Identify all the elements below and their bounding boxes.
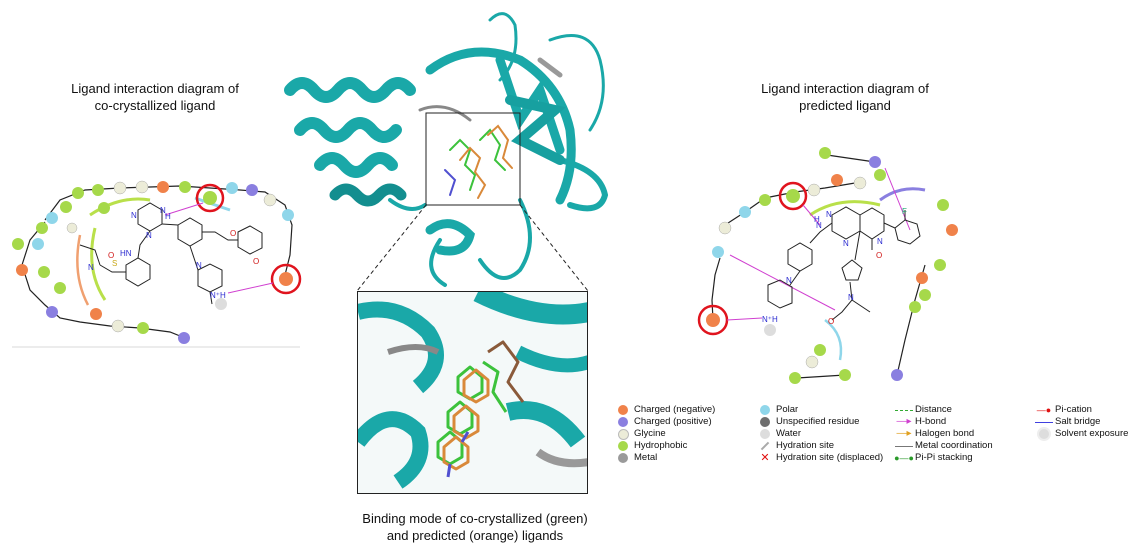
left-residue-bubbles bbox=[12, 180, 294, 344]
legend-unspecified-residue: Unspecified residue bbox=[754, 416, 883, 428]
legend-column-1: Charged (negative) Charged (positive) Gl… bbox=[612, 404, 715, 464]
arrow-icon: —▸ bbox=[896, 416, 912, 427]
left-atom-labels: N N N HN H N N N⁺H bbox=[88, 206, 226, 300]
binding-mode-caption: Binding mode of co-crystallized (green) … bbox=[330, 510, 620, 544]
legend-metal: Metal bbox=[612, 452, 715, 464]
left-highlight-circle-top bbox=[195, 183, 225, 213]
legend-column-4: —●Pi-cation Salt bridge Solvent exposure bbox=[1033, 404, 1128, 440]
left-sulfur-label: S bbox=[112, 259, 117, 268]
left-caption-line2: co-crystallized ligand bbox=[94, 98, 216, 113]
right-interaction-diagram: N N N N N N N⁺H H O O F bbox=[697, 147, 958, 384]
left-oxygen-label-2: O bbox=[230, 229, 236, 238]
legend-column-3: Distance —▸H-bond —▸Halogen bond Metal c… bbox=[893, 404, 993, 464]
cross-icon: ✕ bbox=[760, 452, 770, 464]
right-highlight-circle-top bbox=[778, 181, 808, 211]
pication-icon: —● bbox=[1036, 405, 1052, 415]
right-residue-bubbles bbox=[706, 147, 958, 384]
svg-text:N: N bbox=[877, 237, 883, 246]
svg-text:N: N bbox=[816, 221, 822, 230]
legend-charged-positive: Charged (positive) bbox=[612, 416, 715, 428]
svg-text:N: N bbox=[843, 239, 849, 248]
left-caption-line1: Ligand interaction diagram of bbox=[71, 81, 239, 96]
svg-text:N: N bbox=[131, 211, 137, 220]
inset-view bbox=[358, 292, 587, 493]
svg-text:N: N bbox=[88, 263, 94, 272]
legend-column-2: Polar Unspecified residue Water Hydratio… bbox=[754, 404, 883, 464]
legend-halogen-bond: —▸Halogen bond bbox=[893, 428, 993, 440]
legend-salt-bridge: Salt bridge bbox=[1033, 416, 1128, 428]
left-oxygen-label-3: O bbox=[253, 257, 259, 266]
legend-h-bond: —▸H-bond bbox=[893, 416, 993, 428]
svg-text:N: N bbox=[848, 293, 854, 302]
legend-charged-negative: Charged (negative) bbox=[612, 404, 715, 416]
legend-pi-cation: —●Pi-cation bbox=[1033, 404, 1128, 416]
svg-text:N: N bbox=[826, 210, 832, 219]
right-atom-labels: N N N N N N N⁺H H bbox=[762, 210, 883, 324]
bottom-caption-line2: and predicted (orange) ligands bbox=[386, 528, 564, 543]
svg-text:N: N bbox=[160, 206, 166, 215]
hydration-site-icon bbox=[760, 441, 770, 451]
right-molecule bbox=[767, 206, 921, 321]
legend-water: Water bbox=[754, 428, 883, 440]
right-oxygen-label-1: O bbox=[876, 251, 882, 260]
legend-hydration-site: Hydration site bbox=[754, 440, 883, 452]
right-caption-line2: predicted ligand bbox=[799, 98, 891, 113]
pipi-icon: ●—● bbox=[894, 453, 914, 463]
right-caption-line1: Ligand interaction diagram of bbox=[761, 81, 929, 96]
left-highlight-circle-right bbox=[270, 263, 302, 295]
svg-text:N: N bbox=[196, 261, 202, 270]
left-diagram-caption: Ligand interaction diagram of co-crystal… bbox=[50, 80, 260, 114]
legend-hydrophobic: Hydrophobic bbox=[612, 440, 715, 452]
legend-polar: Polar bbox=[754, 404, 883, 416]
svg-text:N⁺H: N⁺H bbox=[210, 291, 226, 300]
right-diagram-caption: Ligand interaction diagram of predicted … bbox=[740, 80, 950, 114]
left-interaction-diagram: N N N HN H N N N⁺H S O O O bbox=[12, 180, 302, 348]
binding-mode-inset bbox=[357, 291, 588, 494]
bottom-caption-line1: Binding mode of co-crystallized (green) bbox=[362, 511, 588, 526]
svg-text:H: H bbox=[814, 215, 820, 224]
svg-text:H: H bbox=[165, 212, 171, 221]
legend-glycine: Glycine bbox=[612, 428, 715, 440]
legend-distance: Distance bbox=[893, 404, 993, 416]
left-oxygen-label-1: O bbox=[108, 251, 114, 260]
legend-metal-coordination: Metal coordination bbox=[893, 440, 993, 452]
left-molecule bbox=[79, 202, 263, 305]
protein-cartoon bbox=[284, 12, 609, 287]
binding-site-box bbox=[425, 112, 521, 206]
halogen-arrow-icon: —▸ bbox=[896, 428, 912, 439]
right-oxygen-label-2: O bbox=[828, 317, 834, 326]
right-fluorine-label: F bbox=[902, 207, 907, 216]
legend-hydration-site-displaced: ✕Hydration site (displaced) bbox=[754, 452, 883, 464]
svg-text:N: N bbox=[146, 231, 152, 240]
legend-pi-pi-stacking: ●—●Pi-Pi stacking bbox=[894, 452, 973, 463]
svg-text:HN: HN bbox=[120, 249, 132, 258]
svg-text:N⁺H: N⁺H bbox=[762, 315, 778, 324]
svg-text:N: N bbox=[786, 276, 792, 285]
legend-solvent-exposure: Solvent exposure bbox=[1033, 428, 1128, 440]
